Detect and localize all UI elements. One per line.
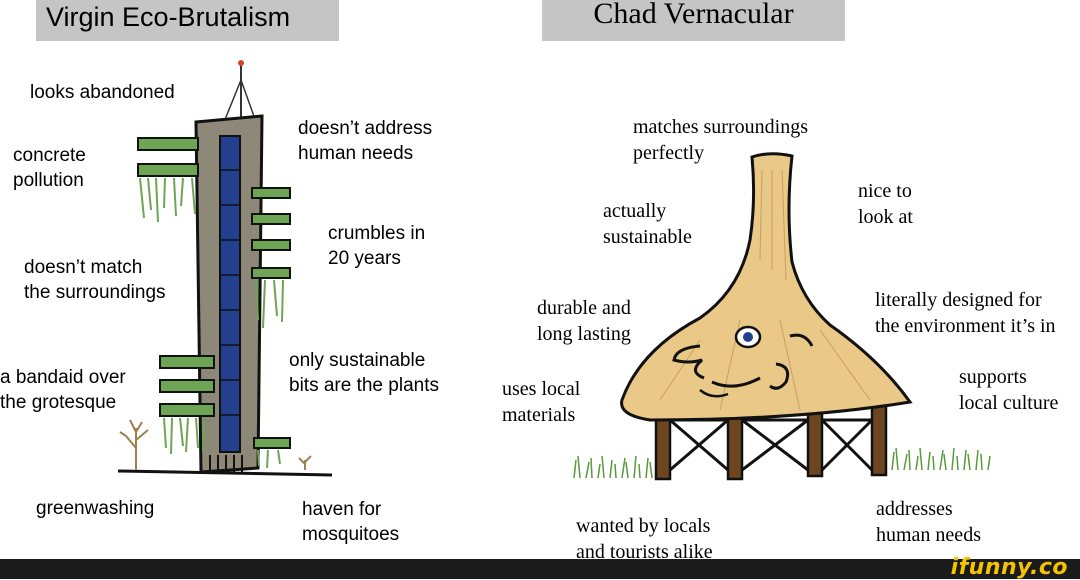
- right-panel-title: Chad Vernacular: [542, 0, 845, 41]
- label-addresses: addresses human needs: [876, 498, 981, 546]
- label-doesnt-address: doesn’t address human needs: [298, 118, 433, 164]
- vernacular-hut: [573, 152, 991, 481]
- label-concrete-pollution: concrete pollution: [13, 145, 86, 191]
- dead-tree: [119, 419, 312, 470]
- cross-bracing: [669, 418, 874, 472]
- label-bandaid: a bandaid over the grotesque: [0, 367, 126, 413]
- grass: [573, 447, 991, 479]
- antenna-light: [238, 60, 244, 66]
- label-crumbles: crumbles in 20 years: [328, 223, 426, 269]
- plant-balconies: [137, 137, 291, 469]
- label-only-sustainable: only sustainable bits are the plants: [289, 350, 439, 396]
- label-matches: matches surroundings perfectly: [633, 116, 808, 164]
- ifunny-logo: ifunny.co: [950, 555, 1068, 580]
- window-column: [219, 135, 241, 453]
- left-panel-title: Virgin Eco-Brutalism: [36, 0, 339, 41]
- label-looks-abandoned: looks abandoned: [30, 82, 175, 103]
- label-culture: supports local culture: [959, 366, 1059, 414]
- label-wanted: wanted by locals and tourists alike: [576, 515, 713, 563]
- label-designed: literally designed for the environment i…: [875, 289, 1056, 337]
- label-greenwashing: greenwashing: [36, 498, 155, 519]
- thatched-roof: [620, 152, 913, 422]
- eco-brutalist-tower: [117, 60, 333, 477]
- label-nice: nice to look at: [858, 180, 913, 228]
- label-actually-sustainable: actually sustainable: [603, 200, 692, 248]
- ground-line: [117, 469, 333, 477]
- footer-bar: ifunny.co: [0, 555, 1080, 580]
- label-haven: haven for mosquitoes: [302, 499, 400, 545]
- label-local-materials: uses local materials: [502, 378, 581, 426]
- label-doesnt-match: doesn’t match the surroundings: [24, 257, 166, 303]
- hut-face: [672, 325, 814, 398]
- label-durable: durable and long lasting: [537, 297, 631, 345]
- stilts: [654, 403, 888, 481]
